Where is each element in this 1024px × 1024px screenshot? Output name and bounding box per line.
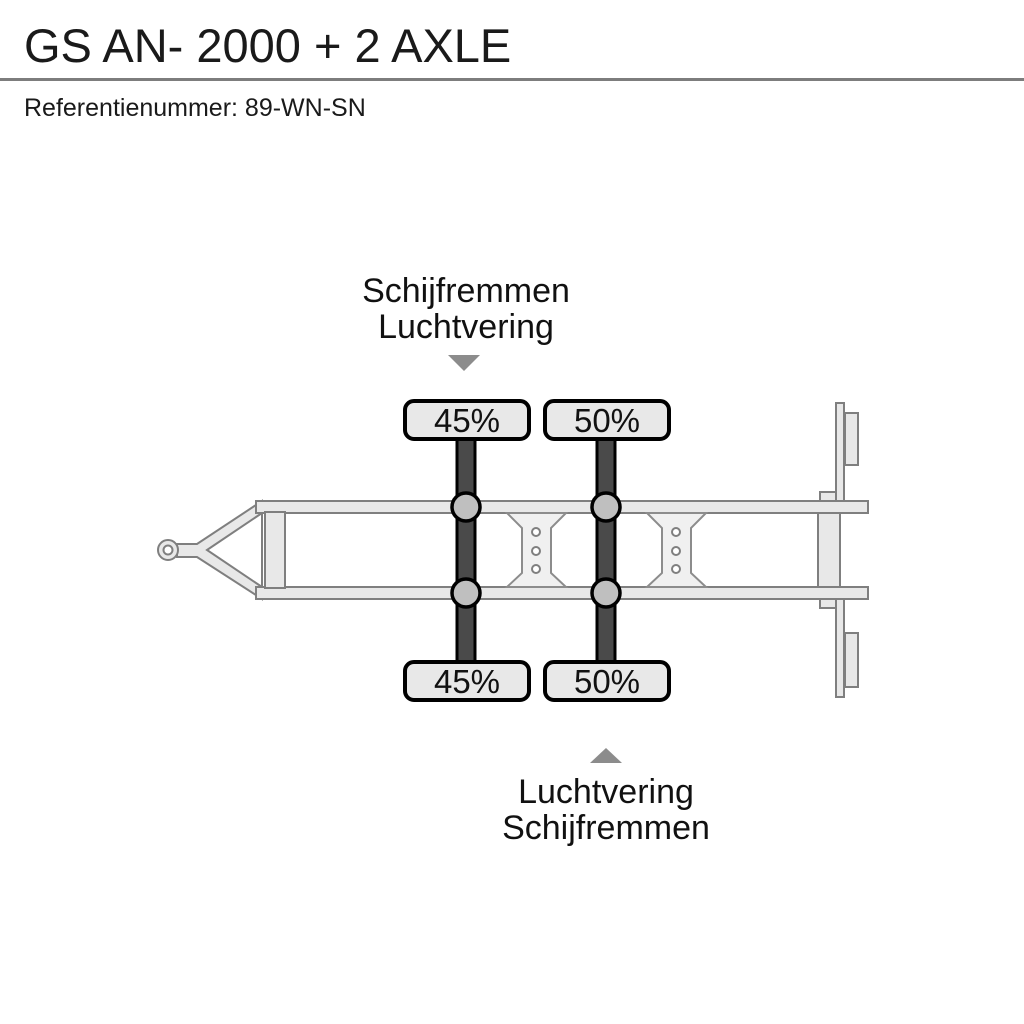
air-bellow-hub xyxy=(590,491,622,523)
front-crossmember xyxy=(264,511,286,589)
axle-1-bar xyxy=(455,433,477,667)
rear-marker-bar-bottom xyxy=(835,598,845,698)
chassis-rail-bottom xyxy=(255,586,869,600)
rivet-hole xyxy=(531,527,541,537)
annotation-top-line2: Luchtvering xyxy=(378,308,554,346)
annotation-top: Schijfremmen Luchtvering xyxy=(362,272,570,371)
drawbar xyxy=(157,499,263,601)
rear-lamp-top xyxy=(844,412,859,466)
air-bellow-hub xyxy=(590,577,622,609)
reference-number: Referentienummer: 89-WN-SN xyxy=(24,94,366,122)
wheel-load-box-axle1-top xyxy=(403,399,531,441)
arrow-up-marker xyxy=(590,748,622,763)
wheel-load-box-axle1-bottom xyxy=(403,660,531,702)
rivet-hole xyxy=(671,546,681,556)
tow-ring-hole xyxy=(162,544,174,556)
wheel-load-boxes: 45% 50% 45% 50% xyxy=(403,399,671,702)
arrow-down-marker xyxy=(448,355,480,371)
page-title: GS AN- 2000 + 2 AXLE xyxy=(24,19,512,72)
rear-crossmember xyxy=(817,512,841,588)
air-bellow-hub xyxy=(450,577,482,609)
crossmember-plate-1 xyxy=(504,512,569,588)
wheel-load-value: 45% xyxy=(434,402,500,439)
wheel-load-value: 45% xyxy=(434,663,500,700)
annotation-bottom-line1: Luchtvering xyxy=(518,773,694,811)
axle-2-bar xyxy=(595,433,617,667)
rivet-hole xyxy=(671,564,681,574)
chassis-rail-top xyxy=(255,500,869,514)
wheel-load-value: 50% xyxy=(574,663,640,700)
wheel-load-value: 50% xyxy=(574,402,640,439)
axle-2 xyxy=(590,433,622,667)
annotation-bottom: Luchtvering Schijfremmen xyxy=(502,748,710,847)
rivet-hole xyxy=(531,546,541,556)
air-bellow-hub xyxy=(450,491,482,523)
wheel-load-box-axle2-bottom xyxy=(543,660,671,702)
crossmember-plate-2 xyxy=(644,512,709,588)
wheel-load-box-axle2-top xyxy=(543,399,671,441)
rear-equipment xyxy=(817,402,859,698)
header-divider xyxy=(0,78,1024,81)
drawbar-body xyxy=(176,499,263,601)
rivet-hole xyxy=(671,527,681,537)
axle-1 xyxy=(450,433,482,667)
rear-lamp-bottom xyxy=(844,632,859,688)
rear-marker-bar-top xyxy=(835,402,845,502)
annotation-bottom-line2: Schijfremmen xyxy=(502,809,710,847)
rivet-hole xyxy=(531,564,541,574)
annotation-top-line1: Schijfremmen xyxy=(362,272,570,310)
